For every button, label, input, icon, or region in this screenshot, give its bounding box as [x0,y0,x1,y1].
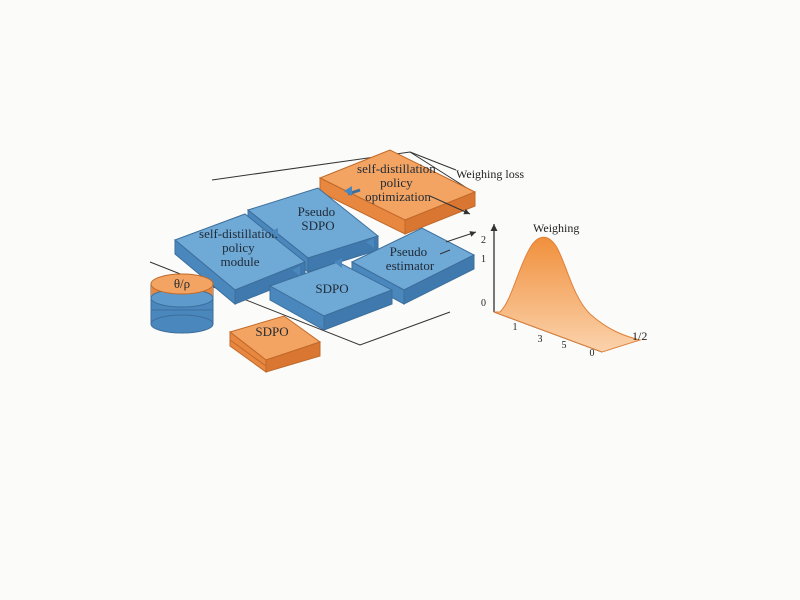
chart-x-tick-label: 3 [538,334,543,345]
block-label-line: self-distillation [357,161,436,176]
weighing-loss-label: Weighing loss [456,167,524,181]
chart-y-tick-label: 2 [481,235,486,246]
chart-x-tick-label: 1 [513,322,518,333]
chart-y-tick-label: 0 [481,298,486,309]
block-self-distillation-policy-module: self-distillation policy module [174,213,306,306]
block-sdpo-base: SDPO [228,315,322,373]
chart-title: Weighing [533,221,579,235]
chart-y-tick-label: 1 [481,254,486,265]
block-label-line: Pseudo [298,204,336,219]
block-label-line: estimator [386,258,435,273]
block-label-line: self-distillation [199,226,278,241]
svg-text:SDPO: SDPO [315,281,348,296]
block-label-line: optimization [365,189,431,204]
block-sdpo: SDPO [268,261,394,331]
chart-x-ticks: 1 3 5 0 [513,322,595,359]
connector-arrow-icon [334,258,342,268]
weighing-loss-annotation: Weighing loss [409,151,524,181]
chart-y-ticks: 0 1 2 [481,235,486,309]
chart-x-end-label: 1/2 [632,329,647,343]
connector-arrow-icon [270,228,278,238]
connector-arrow-icon [366,238,374,248]
chart-x-tick-label: 5 [562,340,567,351]
chart-x-tick-label: 0 [590,348,595,359]
block-self-distillation-policy-optimization: self-distillation policy optimization [318,149,477,235]
block-label-line: policy [222,240,255,255]
svg-text:self-distillation policy: self-distillation policy module [199,226,281,269]
database-label: θ/ρ [174,276,190,291]
chart-bell-area [493,236,642,353]
database-cylinder: θ/ρ [150,273,214,334]
block-label-line: SDPO [255,324,288,339]
block-label-line: SDPO [301,218,334,233]
svg-text:Pseudo estimator: Pseudo estimator [386,244,435,273]
connector-arrow-icon [292,266,300,276]
flow-arrows [429,195,477,255]
weighing-chart: Weighing 1/2 0 1 2 1 3 5 0 [481,221,647,359]
block-connectors [270,186,374,276]
block-label-line: SDPO [315,281,348,296]
connector-arrow-icon [344,186,352,196]
svg-text:Pseudo SDPO: Pseudo SDPO [298,204,339,233]
svg-text:self-distillation policy: self-distillation policy optimization [357,161,439,204]
block-label-line: Pseudo [390,244,428,259]
block-label-line: policy [380,175,413,190]
block-label-line: module [221,254,260,269]
